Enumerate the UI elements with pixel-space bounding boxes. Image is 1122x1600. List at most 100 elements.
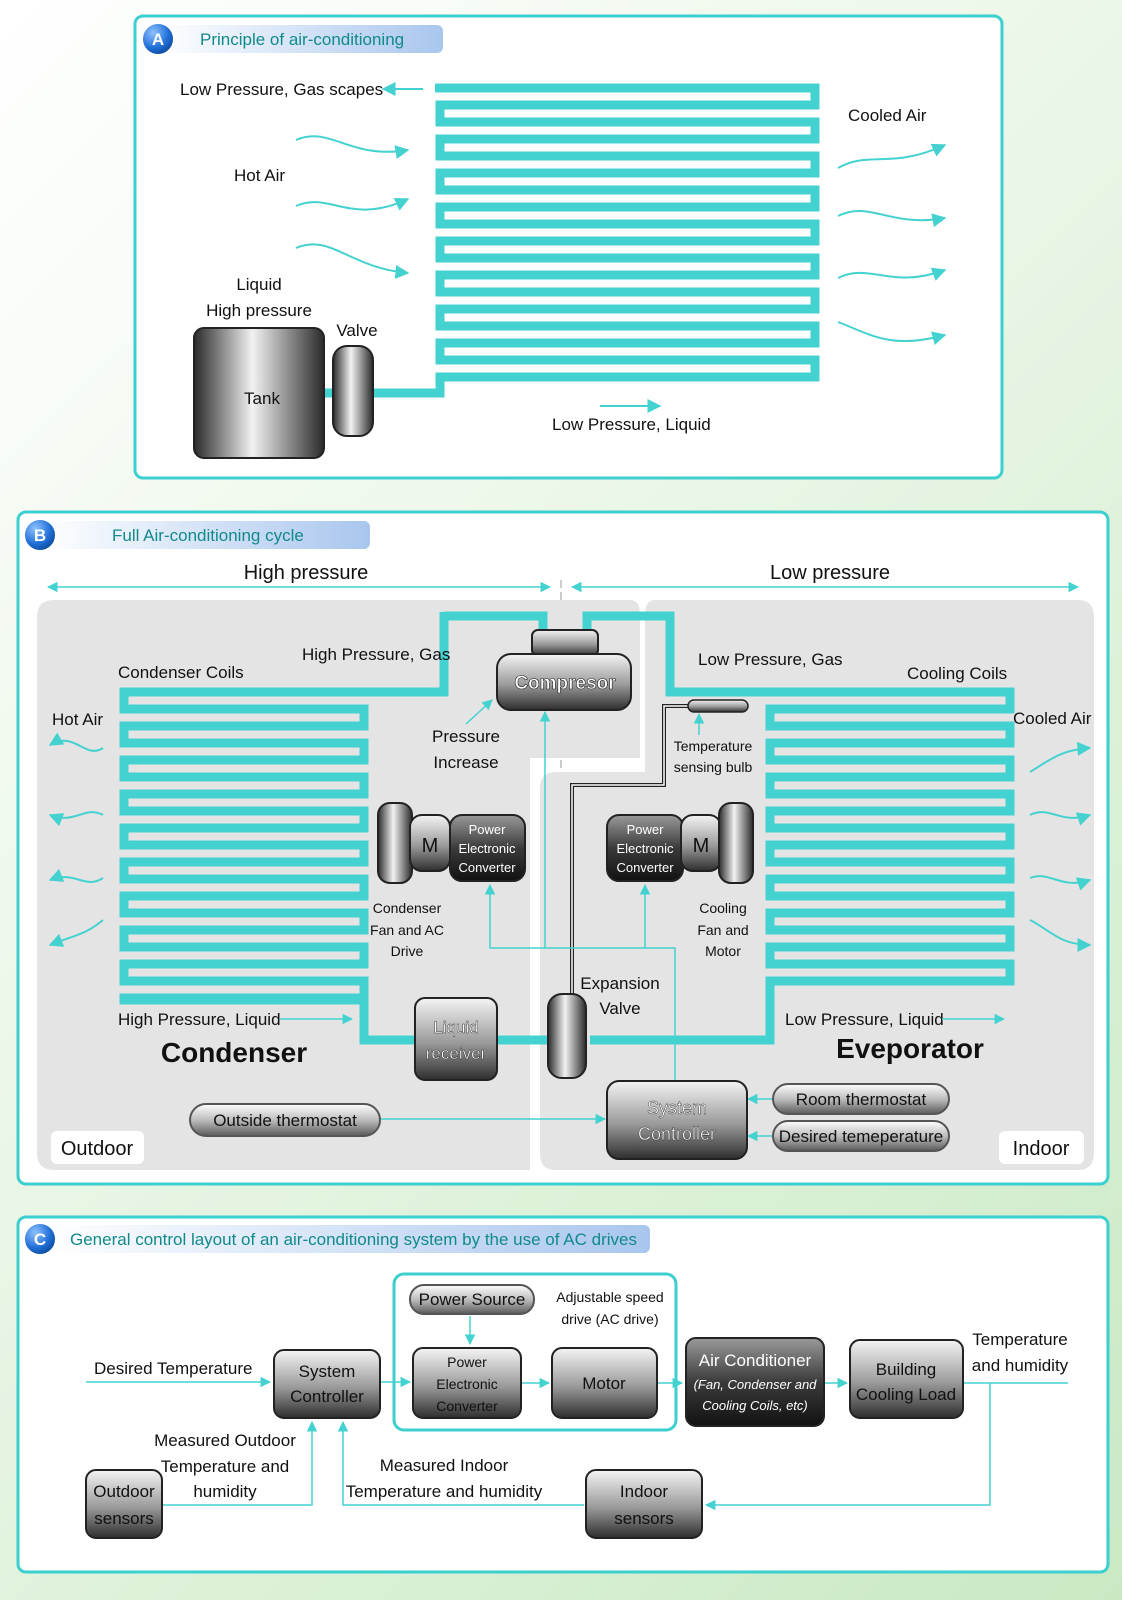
title-bar-b xyxy=(40,521,370,549)
power-source-label: Power Source xyxy=(419,1290,526,1309)
cooled-air-waves-a xyxy=(837,143,947,346)
pec-c-label-3: Converter xyxy=(436,1398,498,1414)
outdoor-sensors xyxy=(85,1469,163,1539)
tank-label: Tank xyxy=(244,389,280,408)
cooled-air-label-a: Cooled Air xyxy=(848,106,927,125)
condenser-fan-label-2: Fan and AC xyxy=(370,922,444,938)
title-b: Full Air-conditioning cycle xyxy=(112,526,304,545)
pec-c xyxy=(412,1347,522,1419)
air-conditioner xyxy=(685,1337,825,1427)
condenser-coils-label: Condenser Coils xyxy=(118,663,244,682)
cooling-pec-label-3: Converter xyxy=(616,860,674,875)
lp-liquid-label: Low Pressure, Liquid xyxy=(785,1010,944,1029)
system-controller-c-label-1: System xyxy=(299,1362,356,1381)
title-c: General control layout of an air-conditi… xyxy=(70,1230,637,1249)
hp-liquid-label: High Pressure, Liquid xyxy=(118,1010,281,1029)
evaporator-coil xyxy=(582,611,1015,1045)
pressure-increase-label-2: Increase xyxy=(433,753,498,772)
badge-a-letter: A xyxy=(152,30,164,49)
building-cooling-load-label-2: Cooling Load xyxy=(856,1385,956,1404)
cooling-fan-label-2: Fan and xyxy=(697,922,748,938)
condenser-pec-label-2: Electronic xyxy=(458,841,516,856)
low-pressure-gas-label-a: Low Pressure, Gas scapes xyxy=(180,80,383,99)
indoor-sensors-label-1: Indoor xyxy=(620,1482,669,1501)
condenser-pec-label-3: Converter xyxy=(458,860,516,875)
arrow-pressure-increase xyxy=(465,699,493,725)
air-conditioner-label-1: Air Conditioner xyxy=(699,1351,812,1370)
pec-c-label-2: Electronic xyxy=(436,1376,497,1392)
expansion-valve xyxy=(547,993,587,1079)
outdoor-sensors-label-2: sensors xyxy=(94,1509,154,1528)
system-controller-b-label-2: Controller xyxy=(638,1124,716,1144)
cooling-motor-label: M xyxy=(693,835,710,857)
building-cooling-load xyxy=(849,1339,964,1419)
lp-gas-label: Low Pressure, Gas xyxy=(698,650,843,669)
indoor-sensors xyxy=(585,1469,703,1539)
system-controller-b xyxy=(606,1080,748,1160)
hot-air-waves-a xyxy=(295,135,410,279)
title-bar-a xyxy=(158,25,443,53)
bulb-capillary-inner xyxy=(571,705,688,1000)
indoor-label: Indoor xyxy=(1013,1138,1070,1160)
indoor-tag xyxy=(999,1131,1084,1164)
motor-c xyxy=(551,1347,658,1419)
cooling-fan-label-3: Motor xyxy=(705,943,741,959)
temp-bulb-label-1: Temperature xyxy=(674,738,753,754)
desired-temperature-c-label: Desired Temperature xyxy=(94,1359,252,1378)
system-controller-c-label-2: Controller xyxy=(290,1387,364,1406)
cooled-air-waves-b xyxy=(1029,741,1092,952)
outside-thermostat xyxy=(189,1103,381,1137)
coil-a xyxy=(370,83,820,398)
motor-c-label: Motor xyxy=(582,1374,626,1393)
asd-label-1: Adjustable speed xyxy=(556,1289,663,1305)
cooling-fan xyxy=(718,802,754,884)
condenser-fan-label-1: Condenser xyxy=(373,900,442,916)
condenser-motor-label: M xyxy=(422,835,439,857)
desired-temperature-b-label: Desired temeperature xyxy=(779,1127,943,1146)
temperature-bulb xyxy=(687,699,749,713)
condenser-fan-label-3: Drive xyxy=(391,943,424,959)
room-thermostat xyxy=(772,1083,950,1115)
system-controller-c xyxy=(273,1349,381,1419)
condenser-label: Condenser xyxy=(161,1037,307,1068)
badge-b-letter: B xyxy=(34,526,46,545)
hot-air-label-b: Hot Air xyxy=(52,710,103,729)
liquid-receiver xyxy=(414,997,498,1081)
temp-humidity-label-2: and humidity xyxy=(972,1356,1069,1375)
high-pressure-label-a: High pressure xyxy=(206,301,312,320)
compressor-head xyxy=(531,629,599,657)
control-wires-b xyxy=(380,710,773,1142)
liquid-label: Liquid xyxy=(236,275,281,294)
low-pressure-liquid-label-a: Low Pressure, Liquid xyxy=(552,415,711,434)
pressure-increase-label-1: Pressure xyxy=(432,727,500,746)
hp-gas-label: High Pressure, Gas xyxy=(302,645,450,664)
title-bar-c xyxy=(40,1225,650,1253)
temp-bulb-label-2: sensing bulb xyxy=(674,759,753,775)
building-cooling-load-label-1: Building xyxy=(876,1360,937,1379)
condenser-pec-label-1: Power xyxy=(469,822,507,837)
measured-outdoor-label-2: Temperature and xyxy=(161,1457,290,1476)
pec-c-label-1: Power xyxy=(447,1354,487,1370)
measured-outdoor-label-3: humidity xyxy=(193,1482,257,1501)
evaporator-label: Eveporator xyxy=(836,1033,984,1064)
desired-temperature-b xyxy=(772,1120,950,1152)
high-pressure-label-b: High pressure xyxy=(244,562,369,584)
badge-b xyxy=(23,518,57,552)
measured-outdoor-label-1: Measured Outdoor xyxy=(154,1431,296,1450)
outdoor-tag xyxy=(51,1131,144,1164)
title-a: Principle of air-conditioning xyxy=(200,30,404,49)
asd-label-2: drive (AC drive) xyxy=(561,1311,658,1327)
outdoor-label: Outdoor xyxy=(61,1138,134,1160)
temp-humidity-label-1: Temperature xyxy=(972,1330,1067,1349)
measured-indoor-label-2: Temperature and humidity xyxy=(346,1482,543,1501)
condenser-pec xyxy=(449,814,526,882)
valve-label: Valve xyxy=(336,321,377,340)
system-controller-b-label-1: System xyxy=(647,1098,707,1118)
tank xyxy=(193,327,325,459)
low-pressure-label-b: Low pressure xyxy=(770,562,890,584)
flow-arrows-c xyxy=(86,1316,1068,1511)
outside-thermostat-label: Outside thermostat xyxy=(213,1111,357,1130)
badge-c-letter: C xyxy=(34,1230,46,1249)
valve xyxy=(332,345,374,437)
